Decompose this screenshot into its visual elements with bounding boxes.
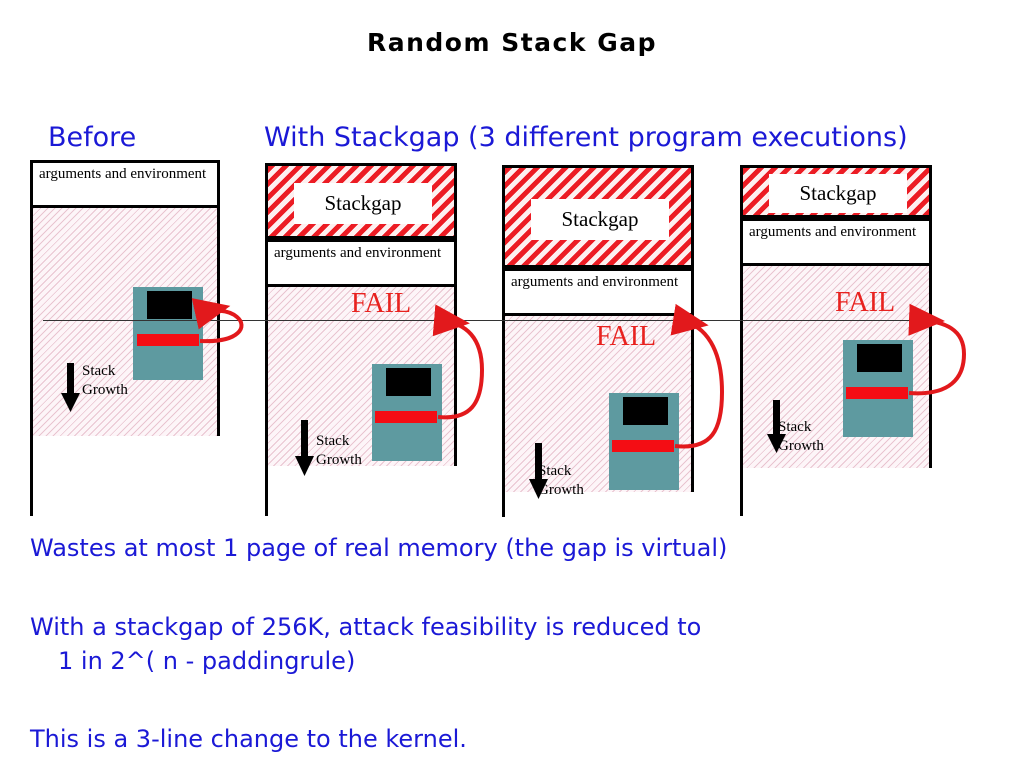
stackgap-label-col4: Stackgap (769, 174, 907, 213)
bullet-wastes-page: Wastes at most 1 page of real memory (th… (30, 534, 728, 562)
bullet-stackgap-256k-cont: 1 in 2^( n - paddingrule) (58, 647, 356, 675)
fail-label-col2: FAIL (351, 288, 412, 319)
args-env-label: arguments and environment (274, 245, 442, 261)
args-env-cell-col4: arguments and environment (740, 218, 932, 266)
stack-left-rule-col4 (740, 468, 743, 516)
stack-growth-label-col3: Stack Growth (538, 463, 584, 498)
stack-growth-arrow-col2 (295, 420, 314, 476)
overflow-bar-col3 (612, 440, 674, 452)
overflow-bar-col4 (846, 387, 908, 399)
stackgap-region-col2: Stackgap (265, 163, 457, 239)
stack-left-rule-col3 (502, 492, 505, 517)
stackgap-label-col2: Stackgap (294, 183, 432, 224)
return-address-block-col1 (147, 291, 192, 319)
stack-growth-arrow-col1 (61, 363, 80, 412)
bullet-stackgap-256k: With a stackgap of 256K, attack feasibil… (30, 613, 702, 641)
stackgap-region-col3: Stackgap (502, 165, 694, 268)
section-header-with-stackgap: With Stackgap (3 different program execu… (264, 122, 908, 153)
stackgap-label-col3: Stackgap (531, 199, 669, 240)
fail-label-col3: FAIL (596, 321, 657, 352)
attack-target-reference-line (43, 320, 920, 321)
bullet-three-line-change: This is a 3-line change to the kernel. (30, 725, 467, 753)
args-env-label: arguments and environment (511, 274, 679, 290)
overflow-bar-col2 (375, 411, 437, 423)
args-env-cell-col3: arguments and environment (502, 268, 694, 316)
page-title: Random Stack Gap (366, 28, 657, 57)
stack-left-rule-col2 (265, 466, 268, 516)
stack-left-rule-col1 (30, 436, 33, 516)
section-header-before: Before (48, 122, 137, 153)
return-address-block-col2 (386, 368, 431, 396)
stack-growth-label-col2: Stack Growth (316, 433, 362, 468)
return-address-block-col4 (857, 344, 902, 372)
stack-growth-arrow-col4 (767, 400, 786, 453)
return-address-block-col3 (623, 397, 668, 425)
stack-growth-arrow-col3 (529, 443, 548, 499)
stack-growth-label-col4: Stack Growth (778, 419, 824, 454)
args-env-cell-col1: arguments and environment (30, 160, 220, 208)
args-env-cell-col2: arguments and environment (265, 239, 457, 287)
args-env-label: arguments and environment (749, 224, 917, 240)
stack-growth-label-col1: Stack Growth (82, 363, 128, 398)
args-env-label: arguments and environment (39, 166, 207, 182)
fail-label-col4: FAIL (835, 287, 896, 318)
stackgap-region-col4: Stackgap (740, 165, 932, 218)
overflow-bar-col1 (137, 334, 199, 346)
